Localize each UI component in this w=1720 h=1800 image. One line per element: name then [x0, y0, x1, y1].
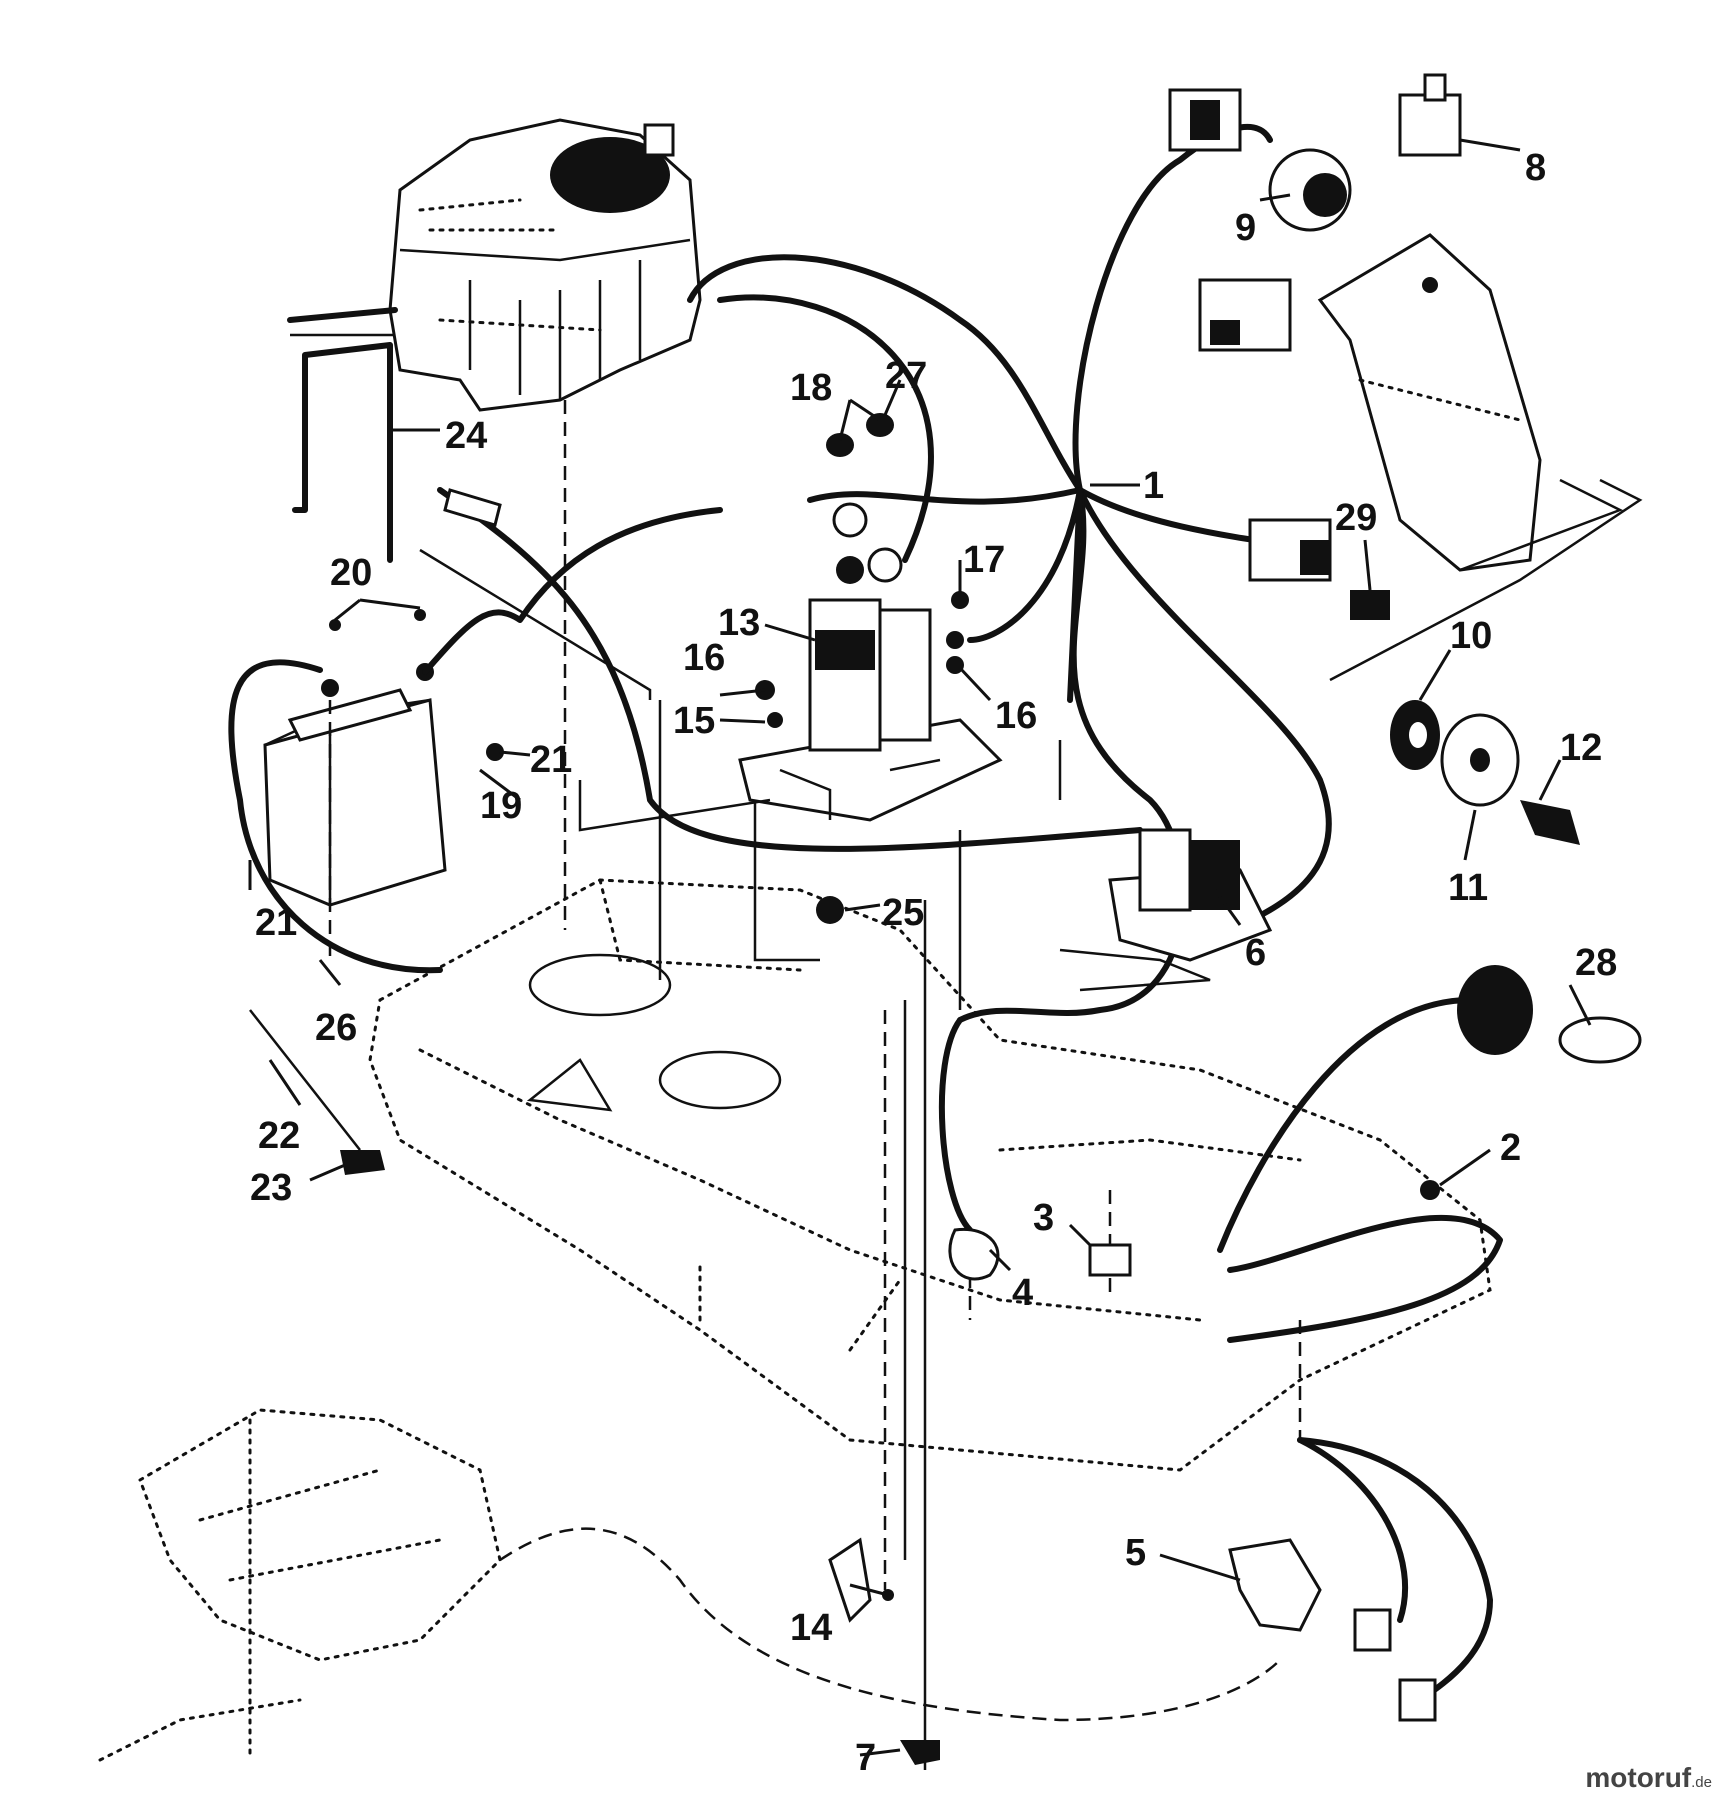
battery-cable-26 [228, 659, 443, 974]
callout-28: 28 [1575, 942, 1617, 984]
callout-6: 6 [1245, 932, 1266, 974]
callout-7: 7 [855, 1737, 876, 1779]
module-6 [1059, 828, 1273, 992]
callout-4: 4 [1012, 1272, 1033, 1314]
callout-19: 19 [480, 785, 522, 827]
callout-3: 3 [1033, 1197, 1054, 1239]
harness-left [807, 487, 1083, 505]
harness-16 [1067, 487, 1083, 703]
wire-to-2 [1227, 1214, 1503, 1343]
clip-29 [1350, 590, 1390, 620]
battery-illustration [263, 663, 447, 907]
pedal-assembly [98, 1408, 502, 1762]
relay-box [1198, 278, 1292, 352]
buzzer-9 [1268, 148, 1352, 232]
callout-16b: 16 [995, 695, 1037, 737]
callout-12: 12 [1560, 727, 1602, 769]
callout-13: 13 [718, 602, 760, 644]
knob-12 [1520, 800, 1580, 845]
wire-27 [687, 254, 1083, 493]
callout-8: 8 [1525, 147, 1546, 189]
callout-23: 23 [250, 1167, 292, 1209]
bracket-panel [1317, 233, 1624, 572]
callout-21b: 21 [255, 902, 297, 944]
leader-lines [248, 138, 1592, 1757]
callout-20: 20 [330, 552, 372, 594]
callout-24: 24 [445, 415, 487, 457]
solenoid-illustration [738, 502, 1003, 822]
callout-26: 26 [315, 1007, 357, 1049]
engine-illustration [287, 118, 702, 412]
site-watermark: motoruf.de [1585, 1762, 1712, 1794]
ground-cable [437, 487, 1143, 852]
callout-17: 17 [963, 539, 1005, 581]
washer-11 [1440, 713, 1520, 807]
assembly-guide-lines [328, 400, 1302, 1770]
callout-16a: 16 [683, 637, 725, 679]
callout-labels: 1 2 3 4 5 6 7 8 9 10 11 12 13 14 15 16 1… [250, 147, 1617, 1779]
headlight-28 [1457, 965, 1642, 1064]
callout-10: 10 [1450, 615, 1492, 657]
key-switch-plug [1248, 518, 1332, 582]
washer-10 [1390, 700, 1440, 770]
callout-14: 14 [790, 1607, 832, 1649]
wire-to-5b [1297, 1437, 1409, 1623]
watermark-suffix: .de [1691, 1774, 1712, 1791]
callout-29: 29 [1335, 497, 1377, 539]
callout-25: 25 [882, 892, 924, 934]
callout-27: 27 [885, 355, 927, 397]
callout-1: 1 [1143, 465, 1164, 507]
dashed-cable [499, 1527, 1281, 1722]
callout-2: 2 [1500, 1127, 1521, 1169]
callout-22: 22 [258, 1115, 300, 1157]
harness-to-module [1077, 487, 1332, 933]
callout-21a: 21 [530, 739, 572, 781]
callout-11: 11 [1448, 867, 1488, 909]
wire-to-28 [1217, 997, 1473, 1253]
switch-8 [1398, 73, 1462, 157]
rod-24 [292, 342, 393, 563]
wire-to-5 [1297, 1437, 1493, 1703]
plane-line [1329, 478, 1643, 682]
callout-15: 15 [673, 700, 715, 742]
callout-9: 9 [1235, 207, 1256, 249]
watermark-brand: motoruf [1585, 1762, 1692, 1793]
hardware-parts [249, 413, 1440, 1765]
connector-block-top [1168, 88, 1242, 152]
wire-27b [717, 294, 934, 563]
callout-18: 18 [790, 367, 832, 409]
callout-5: 5 [1125, 1532, 1146, 1574]
harness-17 [967, 487, 1083, 643]
battery-cable [422, 507, 723, 675]
wire-to-4 [938, 1017, 973, 1233]
harness-main [1072, 124, 1273, 493]
chassis-frame [368, 878, 1492, 1472]
